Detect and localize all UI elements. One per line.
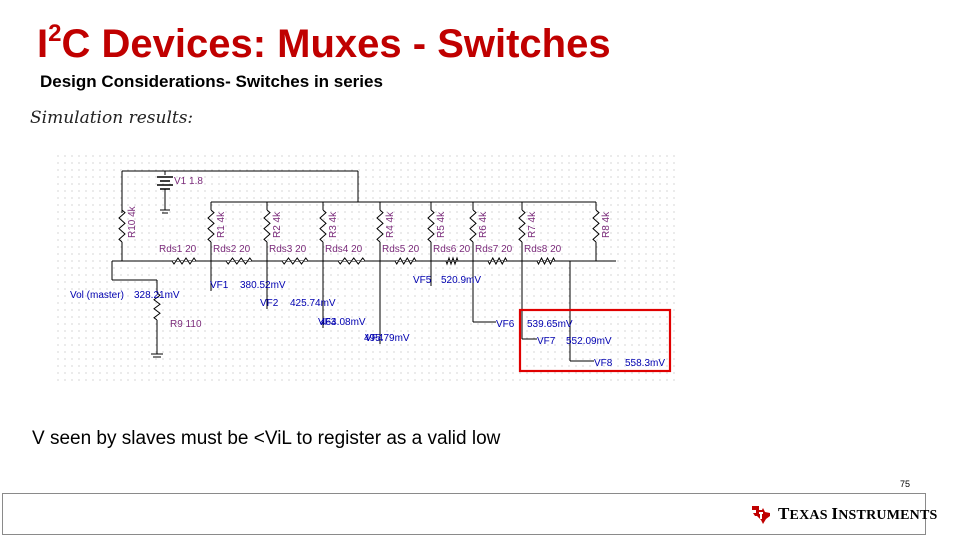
switch-label: Rds1 20 [159, 244, 197, 255]
pullup-label: R5 4k [436, 211, 447, 238]
pullup-resistor [518, 209, 526, 243]
switch-label: Rds8 20 [524, 244, 562, 255]
switch-label: Rds4 20 [325, 244, 363, 255]
probe-name: VF8 [594, 358, 613, 369]
probe-value: 552.09mV [566, 336, 612, 347]
probe-value: 464.08mV [320, 317, 366, 328]
series-switch-resistor [487, 256, 508, 266]
switch-label: Rds3 20 [269, 244, 307, 255]
r9-label: R9 110 [170, 319, 202, 330]
schematic-grid [55, 150, 680, 386]
pullup-label: R6 4k [478, 211, 489, 238]
pullup-resistor [469, 209, 477, 243]
probe-name: VF5 [413, 275, 432, 286]
pullup-resistor [319, 209, 327, 243]
switch-label: Rds5 20 [382, 244, 420, 255]
probe-value: 380.52mV [240, 280, 286, 291]
probe-name: VF7 [537, 336, 556, 347]
pullup-label: R10 4k [127, 205, 138, 238]
slide-title: I2C Devices: Muxes - Switches [37, 20, 611, 66]
simulation-results-label: Simulation results: [30, 108, 194, 128]
source-label: V1 1.8 [174, 176, 203, 187]
pullup-label: R2 4k [272, 211, 283, 238]
title-rest: C Devices: Muxes - Switches [61, 22, 611, 66]
texas-state-icon [752, 506, 770, 524]
probe-name: VF3 [318, 317, 337, 328]
r9-resistor [153, 292, 161, 321]
pullup-resistor [427, 209, 435, 243]
pullup-resistor [118, 209, 126, 243]
pullup-label: R4 4k [385, 211, 396, 238]
highlight-box [518, 308, 672, 373]
pullup-resistor [592, 209, 600, 243]
page-number: 75 [900, 479, 911, 489]
series-switch-resistor [536, 256, 556, 266]
probe-name: VF6 [496, 319, 515, 330]
probe-name: VF1 [210, 280, 229, 291]
components [118, 176, 600, 358]
probe-value: 558.3mV [625, 358, 665, 369]
probe-value: 495.79mV [364, 333, 410, 344]
master-probe-value: 328.21mV [134, 290, 180, 301]
probe-name: VF2 [260, 298, 279, 309]
footer-bar [2, 493, 926, 535]
pullup-label: R8 4k [601, 211, 612, 238]
pullup-resistor [376, 209, 384, 243]
probe-value: 539.65mV [527, 319, 573, 330]
texas-instruments-logo: TEXAS INSTRUMENTS [750, 503, 937, 525]
series-switch-resistor [281, 257, 309, 265]
slide-note: V seen by slaves must be <ViL to registe… [32, 428, 501, 449]
master-probe-label: Vol (master) [70, 290, 124, 301]
probe-name: VF4 [365, 333, 384, 344]
title-prefix: I [37, 22, 49, 66]
switch-label: Rds2 20 [213, 244, 251, 255]
pullup-resistor [207, 209, 215, 243]
series-switch-resistor [394, 257, 417, 265]
series-switch-resistor [171, 257, 197, 265]
series-switch-resistor [337, 257, 366, 265]
pullup-resistor [263, 209, 271, 243]
switch-label: Rds6 20 [433, 244, 471, 255]
slide-subtitle: Design Considerations- Switches in serie… [40, 72, 383, 91]
pullup-label: R1 4k [216, 211, 227, 238]
series-switch-resistor [225, 257, 253, 265]
pullup-label: R3 4k [328, 211, 339, 238]
probe-value: 425.74mV [290, 298, 336, 309]
pullup-label: R7 4k [527, 211, 538, 238]
probe-value: 520.9mV [441, 275, 481, 286]
title-superscript: 2 [48, 20, 62, 47]
logo-wordmark: TEXAS INSTRUMENTS [778, 504, 938, 523]
switch-label: Rds7 20 [475, 244, 513, 255]
series-switch-resistor [445, 256, 459, 266]
